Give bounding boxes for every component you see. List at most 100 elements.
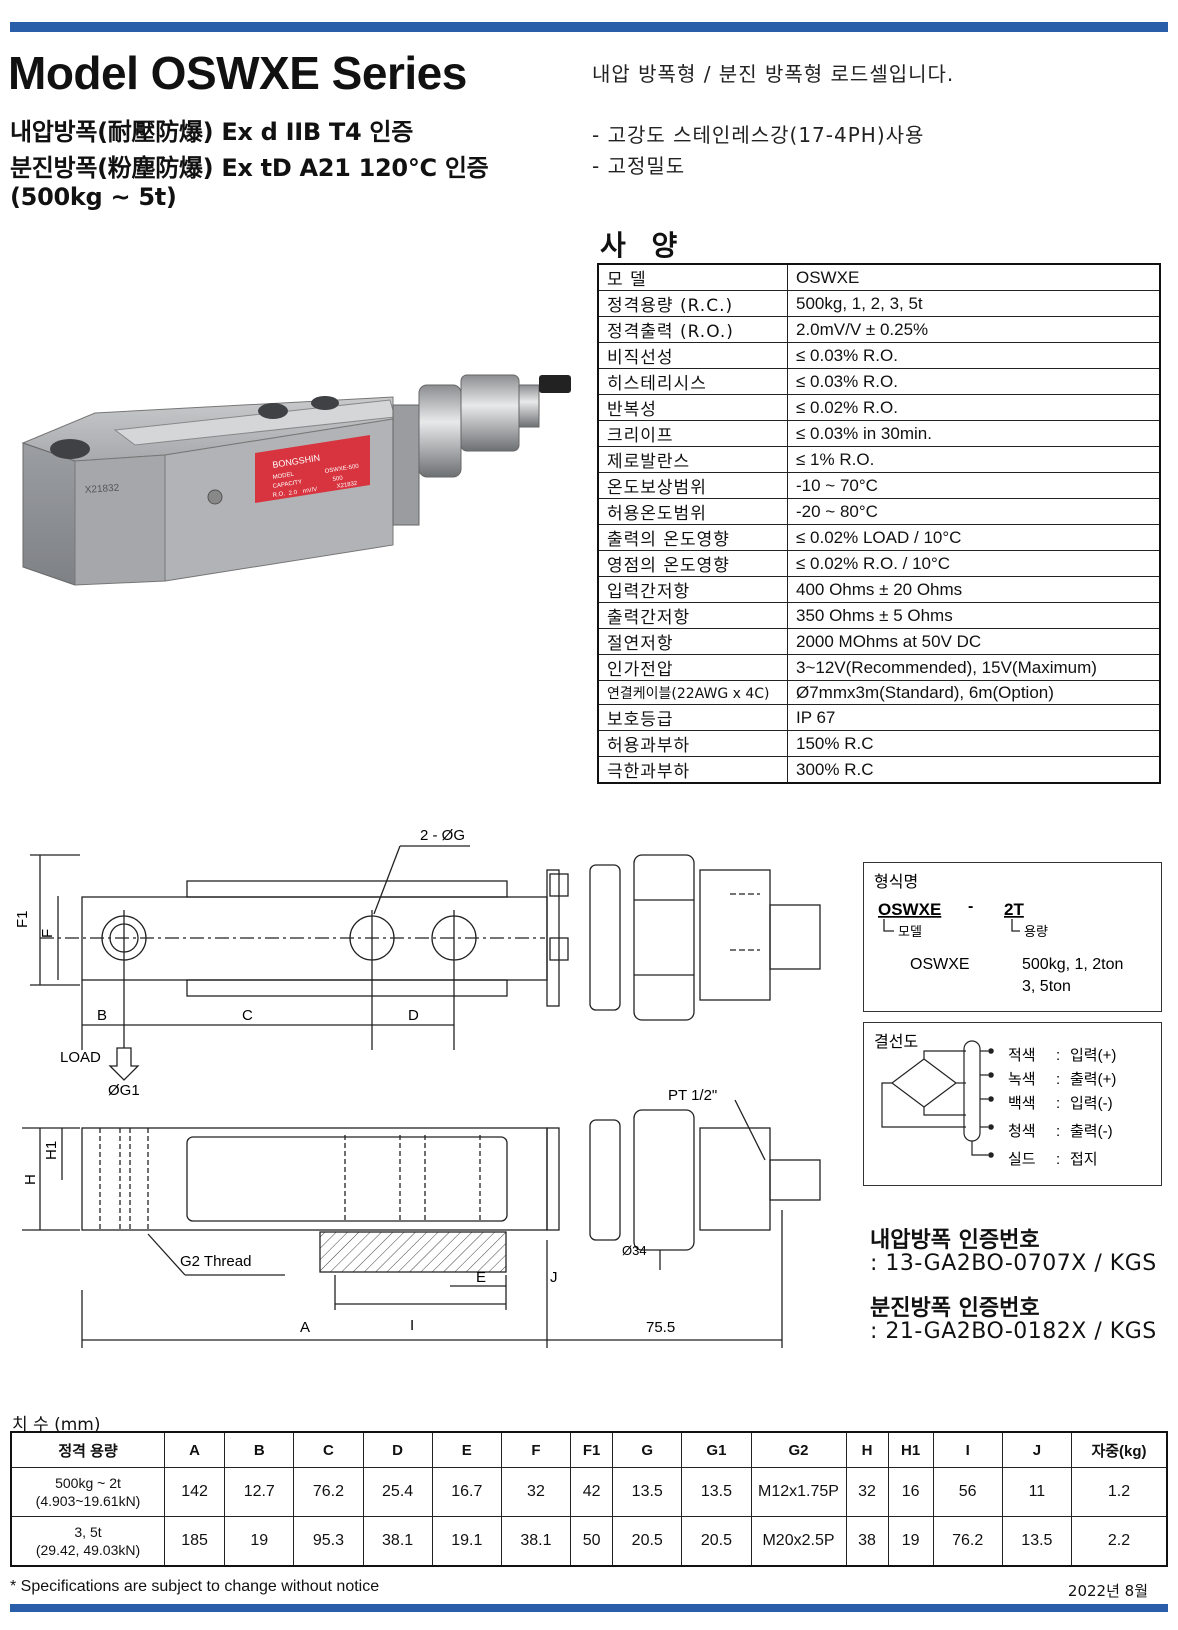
- page-title: Model OSWXE Series: [8, 47, 467, 99]
- label-2-og: 2 - ØG: [420, 827, 465, 844]
- label-field2-value: 500: [332, 475, 343, 483]
- spec-key: 연결케이블(22AWG x 4C): [597, 679, 788, 706]
- label-load: LOAD: [60, 1049, 101, 1066]
- dim-cell: 20.5: [681, 1516, 752, 1567]
- dim-capacity: 500kg ~ 2t: [55, 1475, 121, 1491]
- spec-row: 온도보상범위-10 ~ 70°C: [597, 472, 1161, 499]
- dim-capacity-cell: 3, 5t(29.42, 49.03kN): [10, 1516, 165, 1567]
- dim-cell: 1.2: [1071, 1467, 1168, 1517]
- serial-engraving: X21832: [84, 483, 120, 496]
- dim-header: G: [612, 1431, 683, 1468]
- wiring-title: 결선도: [874, 1033, 918, 1051]
- spec-key: 영점의 온도영향: [597, 550, 788, 577]
- top-view-upper-plate: [186, 880, 508, 898]
- spec-value: ≤ 1% R.O.: [787, 446, 1161, 473]
- spec-key: 히스테리시스: [597, 368, 788, 395]
- spec-row: 연결케이블(22AWG x 4C)Ø7mmx3m(Standard), 6m(O…: [597, 679, 1161, 706]
- spec-key: 입력간저항: [597, 576, 788, 603]
- wiring-fn: 출력(+): [1070, 1071, 1116, 1088]
- label-field1-value: OSWXE-500: [324, 464, 360, 475]
- wiring-color: 녹색: [1008, 1071, 1036, 1088]
- spec-row: 히스테리시스 ≤ 0.03% R.O.: [597, 368, 1161, 395]
- label-a: A: [300, 1319, 310, 1336]
- wiring-diagram-box: 결선도 적색:입력(+)녹색:출력(+)백색:입력(-)청색:출력(-)실드:접…: [863, 1022, 1162, 1186]
- dim-cell: 16.7: [431, 1467, 502, 1517]
- capacity-code: 2T: [1004, 900, 1024, 919]
- capacity-value-1: 500kg, 1, 2ton: [1022, 956, 1123, 973]
- label-field3-value: 2.0: [288, 490, 298, 497]
- spec-value: ≤ 0.03% R.O.: [787, 342, 1161, 369]
- product-label: [255, 435, 370, 503]
- label-d: D: [408, 1007, 419, 1024]
- label-h1: H1: [43, 1141, 60, 1160]
- spec-value: ≤ 0.02% R.O.: [787, 394, 1161, 421]
- spec-value: 300% R.C: [787, 756, 1161, 784]
- spec-value: 2000 MOhms at 50V DC: [787, 628, 1161, 655]
- model-dash: -: [968, 898, 973, 915]
- wiring-sep: :: [1056, 1151, 1060, 1168]
- label-field3: R.O.: [272, 491, 285, 499]
- spec-value: 2.0mV/V ± 0.25%: [787, 316, 1161, 343]
- spec-key: 허용과부하: [597, 730, 788, 758]
- intro-text: 내압 방폭형 / 분진 방폭형 로드셀입니다.: [592, 62, 955, 86]
- spec-value: 400 Ohms ± 20 Ohms: [787, 576, 1161, 603]
- wiring-sep: :: [1056, 1047, 1060, 1064]
- wiring-fn: 입력(+): [1070, 1047, 1116, 1064]
- product-photo: BONGSHIN MODEL OSWXE-500 CAPACITY 500 R.…: [21, 374, 571, 586]
- spec-value: ≤ 0.03% in 30min.: [787, 420, 1161, 447]
- spec-value: 500kg, 1, 2, 3, 5t: [787, 290, 1161, 317]
- top-accent-bar: [10, 22, 1168, 32]
- model-code: OSWXE: [878, 900, 941, 919]
- label-field1: MODEL: [272, 472, 295, 481]
- label-g1: ØG1: [108, 1082, 140, 1099]
- footer-note: * Specifications are subject to change w…: [10, 1578, 380, 1595]
- dim-header: G1: [681, 1431, 752, 1468]
- spec-row: 영점의 온도영향 ≤ 0.02% R.O. / 10°C: [597, 550, 1161, 577]
- spec-value: Ø7mmx3m(Standard), 6m(Option): [787, 679, 1161, 706]
- dim-header: D: [362, 1431, 433, 1468]
- dim-cell: 19.1: [431, 1516, 502, 1567]
- wiring-sep: :: [1056, 1071, 1060, 1088]
- spec-value: IP 67: [787, 704, 1161, 732]
- spec-row: 정격용량 (R.C.)500kg, 1, 2, 3, 5t: [597, 290, 1161, 317]
- dim-cell: 142: [163, 1467, 226, 1517]
- top-view-lower-plate: [186, 979, 508, 997]
- dim-cell: 38.1: [362, 1516, 433, 1567]
- dim-header: F: [500, 1431, 572, 1468]
- dim-cell: 42: [570, 1467, 614, 1517]
- label-f: F: [39, 929, 56, 938]
- wiring-color: 청색: [1008, 1123, 1036, 1140]
- model-box-title: 형식명: [874, 873, 918, 891]
- dim-capacity-kn: (29.42, 49.03kN): [35, 1542, 141, 1558]
- spec-key: 모 델: [597, 263, 788, 291]
- wiring-sep: :: [1056, 1095, 1060, 1112]
- dim-header: I: [932, 1431, 1003, 1468]
- dim-cell: 11: [1001, 1467, 1073, 1517]
- dim-header: 자중(kg): [1071, 1431, 1168, 1468]
- spec-key: 정격출력 (R.O.): [597, 316, 788, 343]
- spec-key: 반복성: [597, 394, 788, 421]
- wiring-fn: 입력(-): [1070, 1095, 1113, 1112]
- wiring-color: 백색: [1008, 1095, 1036, 1112]
- subtitle-line-3: (500kg ~ 5t): [10, 183, 177, 211]
- spec-key: 정격용량 (R.C.): [597, 290, 788, 317]
- dim-header: A: [163, 1431, 226, 1468]
- spec-value: -20 ~ 80°C: [787, 498, 1161, 525]
- model-label: 모델: [898, 924, 922, 939]
- spec-value: ≤ 0.02% R.O. / 10°C: [787, 550, 1161, 577]
- label-dia34: Ø34: [622, 1243, 647, 1258]
- dim-header: G2: [750, 1431, 847, 1468]
- wiring-color: 적색: [1008, 1047, 1036, 1064]
- wiring-fn: 출력(-): [1070, 1123, 1113, 1140]
- footer-date: 2022년 8월: [1067, 1582, 1148, 1600]
- cert-label-1: 내압방폭 인증번호: [870, 1228, 1040, 1253]
- label-j: J: [550, 1269, 558, 1286]
- dim-header: H1: [887, 1431, 934, 1468]
- intro-bullet-2: - 고정밀도: [592, 154, 686, 178]
